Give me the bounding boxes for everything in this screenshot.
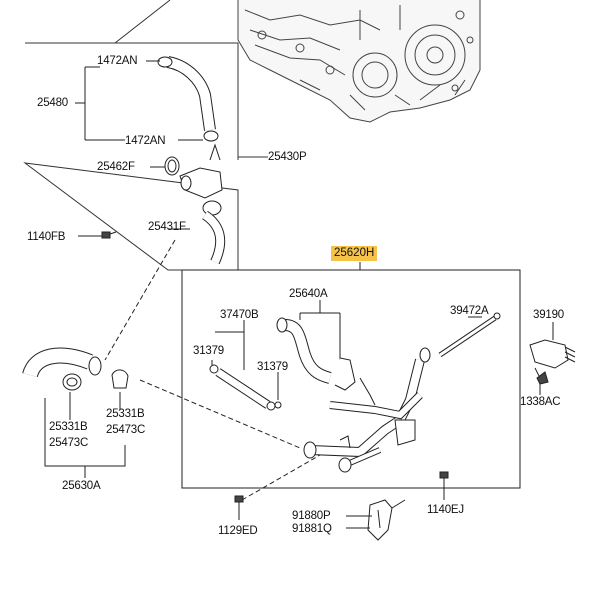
label-1338AC: 1338AC — [520, 396, 561, 408]
label-25431F: 25431F — [148, 221, 186, 233]
sensor-39190 — [529, 322, 576, 395]
lower-assembly-box — [181, 262, 521, 489]
hose-37470B — [209, 364, 282, 411]
leader-25640A — [299, 300, 341, 360]
upper-assembly-box — [23, 0, 268, 271]
label-25630A: 25630A — [62, 480, 101, 492]
label-31379-a: 31379 — [193, 345, 224, 357]
label-31379-b: 31379 — [257, 361, 288, 373]
label-25480: 25480 — [37, 97, 68, 109]
label-25430P: 25430P — [268, 151, 307, 163]
label-25462F: 25462F — [97, 161, 135, 173]
label-25331B-right: 25331B — [106, 408, 145, 420]
hose-25640A — [276, 317, 356, 391]
leader-37470B — [215, 320, 245, 370]
label-1472AN-top: 1472AN — [97, 55, 138, 67]
dashed-link-1 — [104, 239, 176, 361]
upper-leaders — [75, 60, 203, 141]
pipe-25620H — [303, 347, 431, 473]
label-39190: 39190 — [533, 309, 564, 321]
hose-25630A — [22, 347, 129, 478]
label-1140EJ: 1140EJ — [427, 504, 464, 516]
bolt-1129ED — [234, 495, 244, 520]
label-39472A: 39472A — [450, 305, 489, 317]
bolt-1140EJ — [439, 471, 449, 500]
label-1129ED: 1129ED — [218, 525, 258, 537]
rod-39472A — [438, 312, 501, 358]
label-1472AN-bottom: 1472AN — [125, 135, 166, 147]
label-25640A: 25640A — [289, 288, 328, 300]
engine-block — [237, 0, 481, 123]
label-25331B-left: 25331B — [49, 421, 88, 433]
dashed-link-3 — [241, 454, 321, 501]
label-25473C-left: 25473C — [49, 437, 89, 449]
bolt-1140FB — [78, 231, 117, 239]
label-1140FB: 1140FB — [27, 231, 66, 243]
label-25620H: 25620H — [331, 246, 378, 261]
label-91881Q: 91881Q — [292, 523, 332, 535]
label-25473C-right: 25473C — [106, 424, 146, 436]
hose-25480 — [157, 56, 219, 142]
dashed-link-2 — [139, 379, 301, 449]
bracket-91880P — [346, 499, 406, 541]
label-37470B: 37470B — [220, 309, 259, 321]
label-91880P: 91880P — [292, 510, 331, 522]
fitting-25462F — [150, 143, 226, 265]
